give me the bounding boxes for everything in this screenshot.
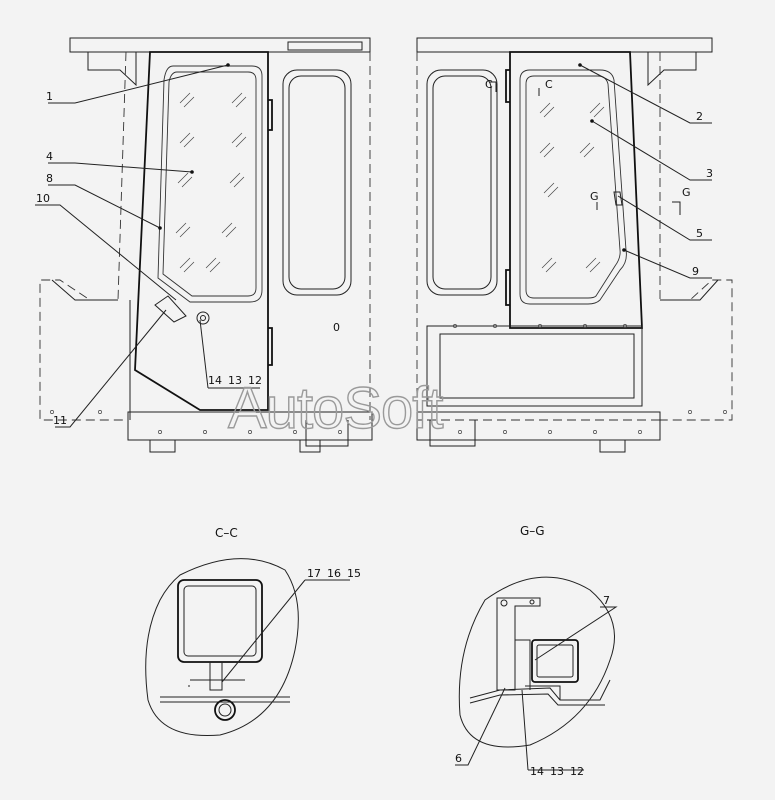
callout-left-group-c: 12 bbox=[248, 374, 262, 387]
autosoft-watermark: AutoSoft bbox=[228, 376, 443, 441]
callout-10: 10 bbox=[36, 192, 50, 205]
callout-11: 11 bbox=[53, 414, 67, 427]
callout-5: 5 bbox=[696, 227, 703, 240]
callout-cc-a: 17 bbox=[307, 567, 321, 580]
left-glass-outer bbox=[157, 65, 263, 303]
callout-3: 3 bbox=[706, 167, 713, 180]
callout-4: 4 bbox=[46, 150, 53, 163]
section-mark-c-right: C bbox=[545, 78, 553, 91]
callout-cc-b: 16 bbox=[327, 567, 341, 580]
leader-lines bbox=[35, 64, 712, 771]
callout-8: 8 bbox=[46, 172, 53, 185]
left-door-outline bbox=[134, 51, 269, 411]
small-mark: 0 bbox=[333, 321, 340, 334]
callout-left-group-a: 14 bbox=[208, 374, 222, 387]
leader-dots bbox=[158, 63, 626, 252]
section-title-cc: C–C bbox=[215, 526, 238, 540]
callout-6: 6 bbox=[455, 752, 462, 765]
section-mark-g-right: G bbox=[682, 186, 691, 199]
right-cab-view bbox=[416, 37, 733, 453]
left-cab-view bbox=[39, 37, 373, 453]
section-mark-c-left: C bbox=[485, 78, 493, 91]
right-glass-outer bbox=[519, 69, 627, 305]
section-cc-detail bbox=[145, 558, 299, 737]
right-glass-inner bbox=[525, 75, 621, 299]
section-title-gg: G–G bbox=[520, 524, 545, 538]
left-glass-reflections bbox=[175, 92, 247, 273]
left-door-lock bbox=[196, 311, 210, 325]
callout-left-group-b: 13 bbox=[228, 374, 242, 387]
section-gg-detail bbox=[458, 576, 615, 748]
right-glass-reflections bbox=[539, 102, 605, 273]
callout-gg-a: 14 bbox=[530, 765, 544, 778]
left-door-handle bbox=[154, 295, 187, 323]
callout-9: 9 bbox=[692, 265, 699, 278]
section-mark-g-left: G bbox=[590, 190, 599, 203]
callout-7: 7 bbox=[603, 594, 610, 607]
callout-gg-c: 12 bbox=[570, 765, 584, 778]
left-glass-inner bbox=[162, 71, 257, 297]
callout-gg-b: 13 bbox=[550, 765, 564, 778]
callout-2: 2 bbox=[696, 110, 703, 123]
callout-1: 1 bbox=[46, 90, 53, 103]
callout-cc-c: 15 bbox=[347, 567, 361, 580]
